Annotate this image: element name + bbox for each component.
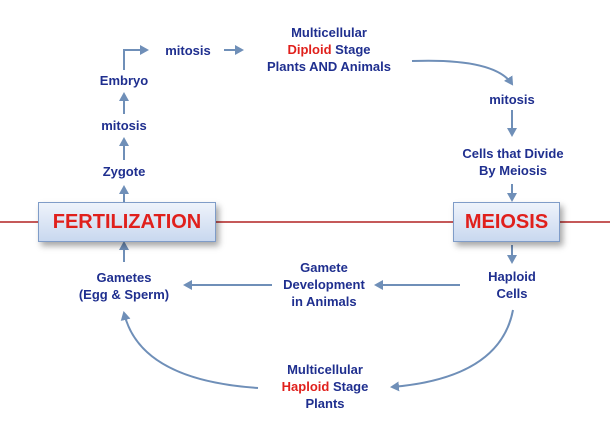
gamete-development-line3: in Animals (291, 294, 357, 309)
diploid-line2-rest: Stage (331, 42, 371, 57)
cells-divide-label: Cells that Divide By Meiosis (438, 145, 588, 179)
haploid-stage-line3: Plants (305, 396, 345, 411)
cells-divide-line1: Cells that Divide (462, 146, 564, 161)
gamete-development-line1: Gamete (300, 260, 348, 275)
mitosis-top-label: mitosis (165, 43, 211, 58)
mitosis-right-label: mitosis (489, 92, 535, 107)
haploid-highlight: Haploid (281, 379, 330, 394)
gametes-line1: Gametes (96, 270, 152, 285)
gamete-development-line2: Development (283, 277, 365, 292)
cells-divide-line2: By Meiosis (479, 163, 547, 178)
haploid-cells-line1: Haploid (488, 269, 536, 284)
gametes-line2: (Egg & Sperm) (78, 287, 170, 302)
fertilization-box: FERTILIZATION (38, 202, 216, 242)
fertilization-label: FERTILIZATION (52, 210, 202, 233)
mitosis-left-label: mitosis (101, 118, 147, 133)
diploid-line1: Multicellular (291, 25, 367, 40)
gametes-label: Gametes (Egg & Sperm) (64, 269, 184, 303)
arrow-embryo-to-mitosis (123, 45, 149, 70)
diploid-highlight: Diploid (287, 42, 332, 57)
haploid-stage-line2: Haploid Stage (260, 378, 390, 395)
meiosis-box: MEIOSIS (453, 202, 560, 242)
arrow-diploid-to-mitosis (411, 59, 514, 86)
meiosis-label: MEIOSIS (464, 210, 549, 233)
diploid-line2: Diploid Stage (244, 41, 414, 58)
multicellular-haploid-stage-label: Multicellular Haploid Stage Plants (260, 361, 390, 412)
haploid-cells-label: Haploid Cells (468, 268, 556, 302)
arrow-haploid-stage-to-gametes (120, 311, 259, 389)
multicellular-diploid-stage-label: Multicellular Diploid Stage Plants AND A… (244, 24, 414, 75)
haploid-cells-line2: Cells (496, 286, 528, 301)
haploid-stage-line1: Multicellular (287, 362, 363, 377)
arrow-haploid-to-haploid-stage (390, 309, 514, 392)
gamete-development-label: Gamete Development in Animals (274, 259, 374, 310)
diploid-line3: Plants AND Animals (266, 59, 391, 74)
embryo-label: Embryo (99, 73, 149, 88)
haploid-stage-line2-rest: Stage (329, 379, 369, 394)
zygote-label: Zygote (102, 164, 146, 179)
